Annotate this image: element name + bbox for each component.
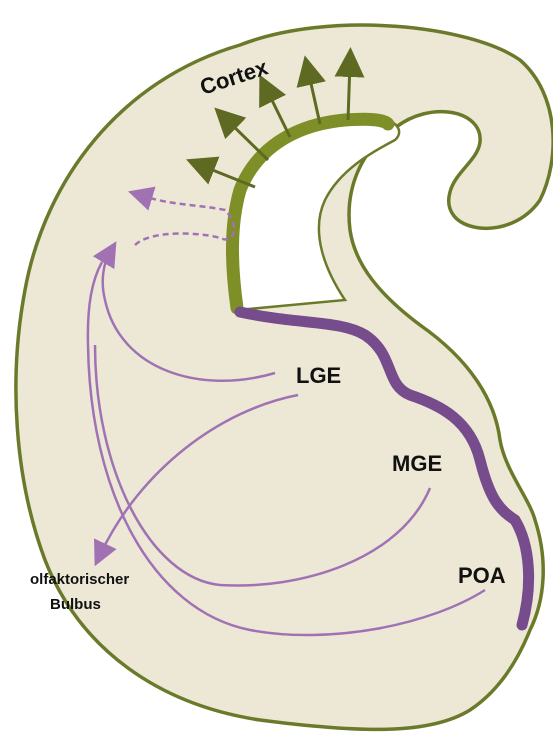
radial-arrow bbox=[348, 62, 350, 120]
label-olfactory-bulb-line1: olfaktorischer bbox=[30, 571, 129, 588]
label-lge: LGE bbox=[296, 363, 341, 388]
label-olfactory-bulb-line2: Bulbus bbox=[50, 596, 101, 613]
label-mge: MGE bbox=[392, 451, 442, 476]
label-poa: POA bbox=[458, 563, 506, 588]
